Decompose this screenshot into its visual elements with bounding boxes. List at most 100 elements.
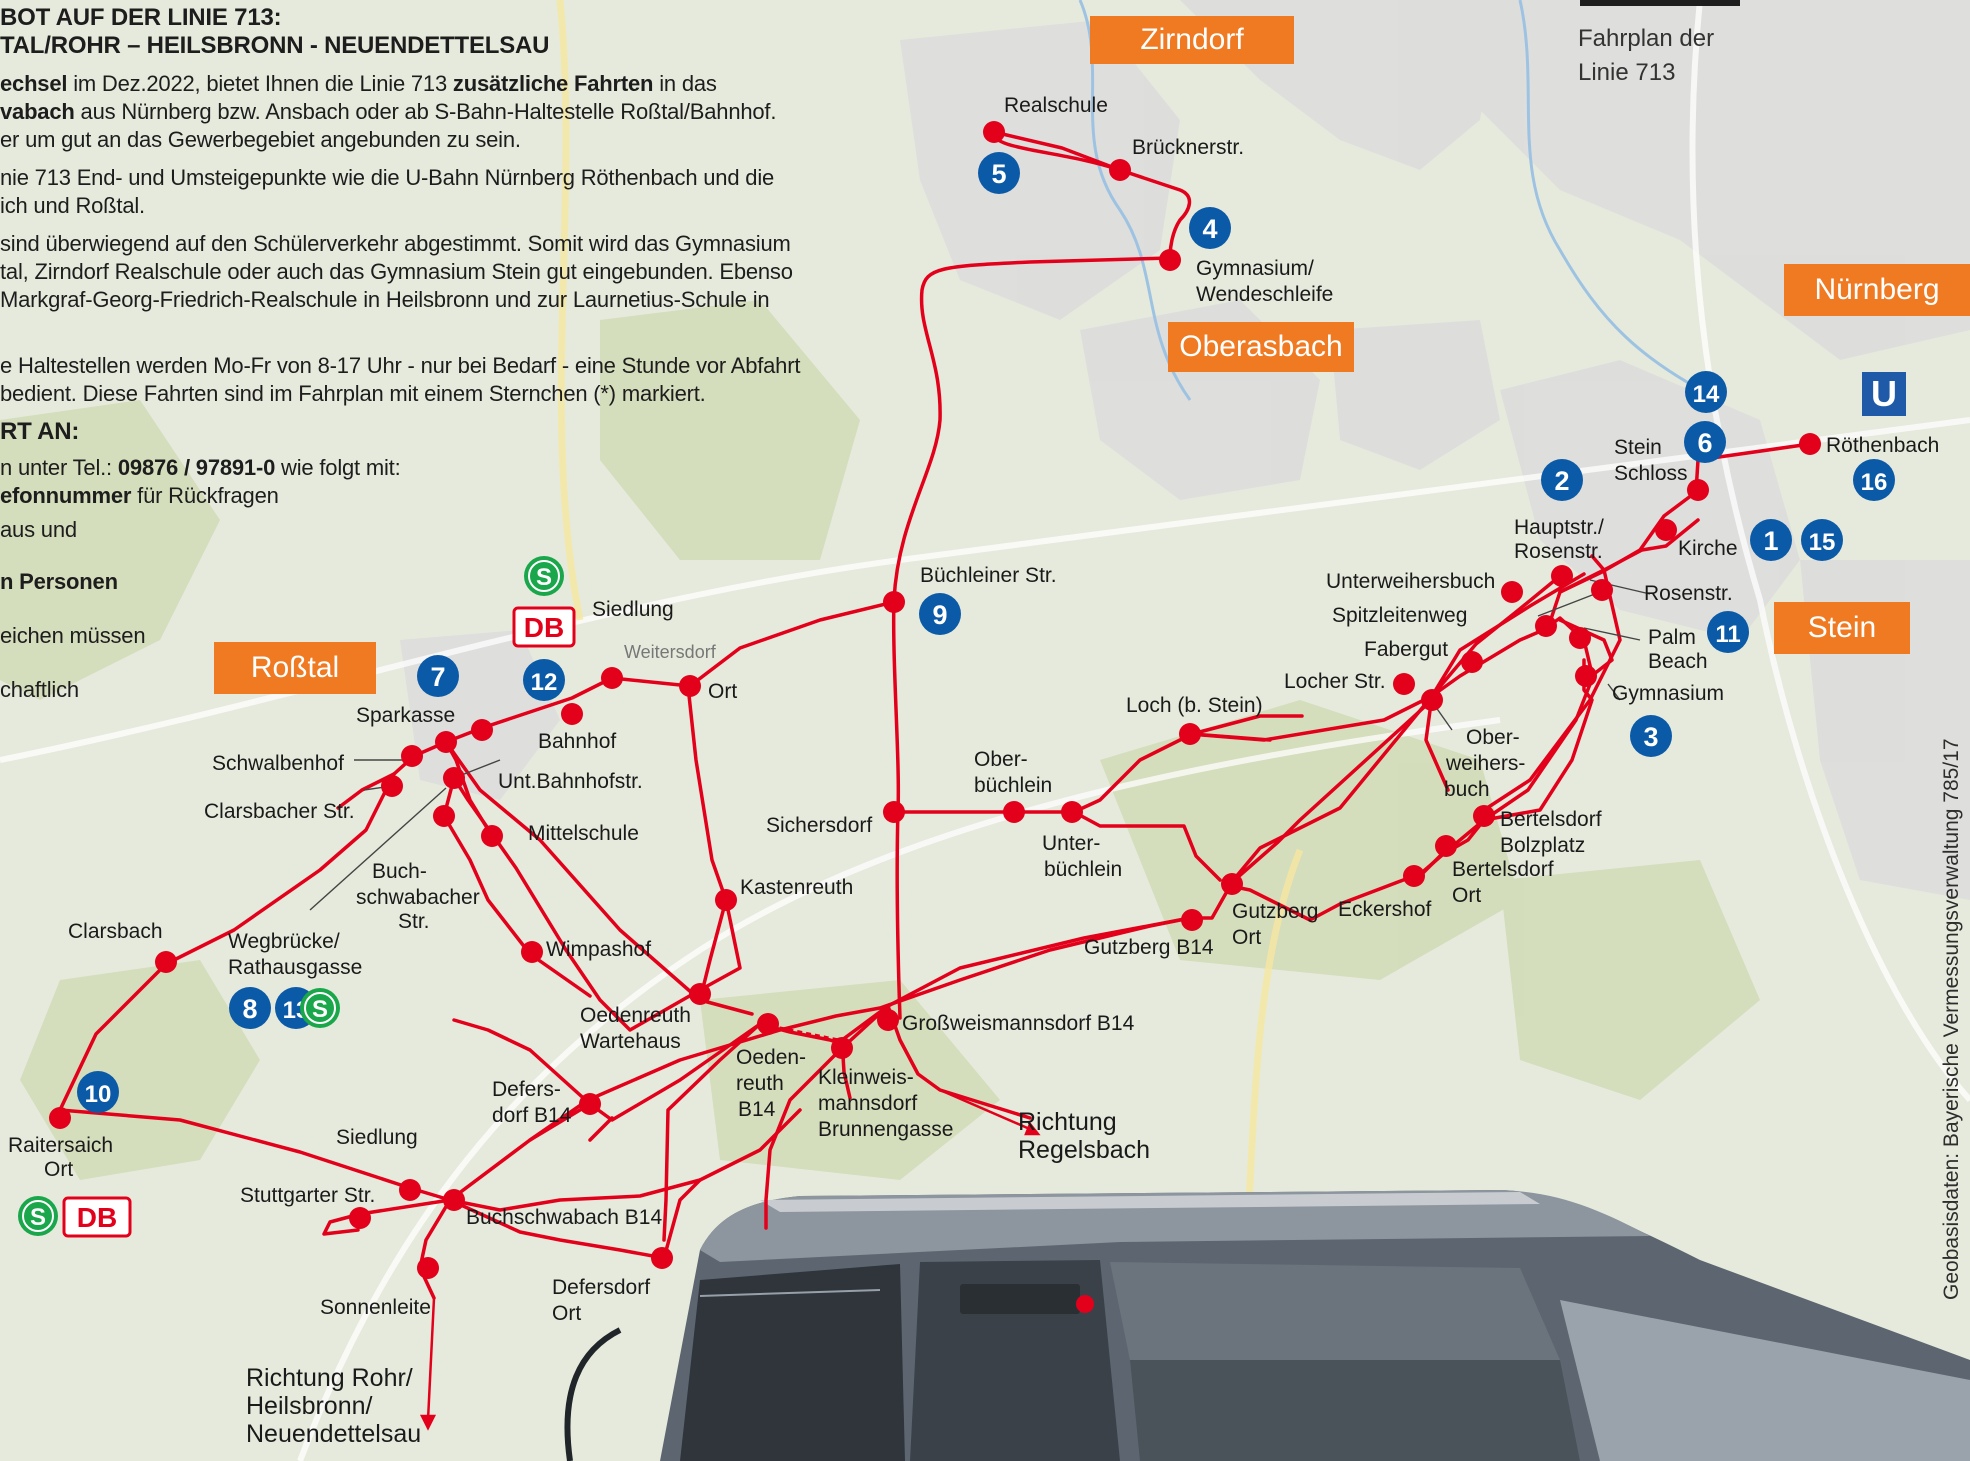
label-richtung-rohr-2: Heilsbronn/ — [246, 1392, 373, 1420]
stop-dot-ort — [679, 675, 701, 697]
s-bahn-label-1: S — [536, 564, 552, 591]
label-bertelsdorf-ort-2: Ort — [1452, 884, 1481, 907]
badge-6: 6 — [1697, 428, 1712, 458]
stop-labels: Realschule Brücknerstr. Gymnasium/ Wende… — [8, 94, 1939, 1448]
db-label-1: DB — [524, 612, 564, 643]
fahrplan-line-2: Linie 713 — [1578, 59, 1676, 86]
badge-16-circle — [1853, 459, 1895, 501]
stop-dot-oberbuechlein — [1003, 801, 1025, 823]
s-bahn-label-2: S — [312, 996, 328, 1023]
badge-5-circle — [978, 152, 1020, 194]
label-richtung-regelsbach-1: Richtung — [1018, 1108, 1117, 1136]
stop-dot-rosenstr — [1591, 579, 1613, 601]
badge-11: 11 — [1715, 621, 1740, 648]
label-unterbuechlein-1: Unter- — [1042, 832, 1100, 855]
stop-dot-unterweihersbuch — [1501, 581, 1523, 603]
label-oberweihersbuch-2: weihers- — [1445, 752, 1525, 775]
label-unt-bahnhofstr: Unt.Bahnhofstr. — [498, 770, 643, 793]
stop-dot-clarsbacher — [381, 775, 403, 797]
town-box-oberasbach: Oberasbach — [1168, 322, 1354, 372]
stop-dot-kirche — [1655, 519, 1677, 541]
label-buchschwabach-b14: Buchschwabach B14 — [466, 1206, 662, 1229]
label-realschule: Realschule — [1004, 94, 1108, 117]
stop-dot-fabergut — [1461, 651, 1483, 673]
stop-dot-bruecknerstr — [1109, 159, 1131, 181]
stop-dot-loch — [1179, 723, 1201, 745]
u-bahn-label: U — [1871, 373, 1897, 414]
label-defersdorf-ort-1: Defersdorf — [552, 1276, 650, 1299]
badge-14: 14 — [1693, 381, 1720, 408]
stop-dot-siedlung-s — [399, 1179, 421, 1201]
intro-tel2: efonnummer für Rückfragen — [0, 483, 279, 508]
stop-dot-mittelschule — [481, 825, 503, 847]
label-hauptstr-1: Hauptstr./ — [1514, 516, 1604, 539]
label-buchschwabacher-1: Buch- — [372, 860, 427, 883]
label-eckershof: Eckershof — [1338, 898, 1432, 921]
u-bahn-icon — [1862, 372, 1906, 416]
badge-7-circle — [417, 655, 459, 697]
intro-tel: n unter Tel.: 09876 / 97891-0 wie folgt … — [0, 455, 401, 480]
stop-dot-sonnenleite — [417, 1257, 439, 1279]
stop-dot-oberweihersbuch — [1421, 689, 1443, 711]
intro-p3-l1: sind überwiegend auf den Schülerverkehr … — [0, 231, 791, 256]
label-unterweihersbuch: Unterweihersbuch — [1326, 570, 1495, 593]
stop-dot-unt-bahnhofstr — [435, 731, 457, 753]
intro-eichen: eichen müssen — [0, 623, 146, 648]
intro-p3-l2: tal, Zirndorf Realschule oder auch das G… — [0, 259, 793, 284]
stop-dot-locher-str — [1393, 673, 1415, 695]
badge-10-circle — [77, 1071, 119, 1113]
stop-dot-clarsbach — [155, 951, 177, 973]
label-spitzleitenweg: Spitzleitenweg — [1332, 604, 1467, 627]
badge-3: 3 — [1643, 722, 1658, 752]
transit-symbols: S DB S S DB U — [18, 372, 1906, 1238]
number-badge-labels: 5 4 14 6 16 2 1 15 11 3 9 7 12 8 13 10 — [85, 159, 1888, 1108]
label-ort-w: Ort — [708, 680, 737, 703]
badge-1: 1 — [1763, 526, 1778, 556]
badge-1-circle — [1750, 519, 1792, 561]
label-buchschwabacher-2: schwabacher — [356, 886, 480, 909]
label-bruecknerstr: Brücknerstr. — [1132, 136, 1244, 159]
town-box-zirndorf: Zirndorf — [1090, 16, 1294, 64]
intro-p2-l1: nie 713 End- und Umsteigepunkte wie die … — [0, 165, 775, 190]
logo-fragment — [1580, 0, 1740, 6]
label-kleinweis-3: Brunnengasse — [818, 1118, 953, 1141]
intro-p3-l3: Markgraf-Georg-Friedrich-Realschule in H… — [0, 287, 770, 312]
stop-dot-gutzberg-b14 — [1181, 909, 1203, 931]
label-wegbruecke-1: Wegbrücke/ — [228, 930, 340, 953]
badge-5: 5 — [991, 159, 1006, 189]
label-defersdorf-b14-1: Defers- — [492, 1078, 561, 1101]
label-kleinweis-1: Kleinweis- — [818, 1066, 914, 1089]
badge-9: 9 — [932, 600, 947, 630]
geodata-credit: Geobasisdaten: Bayerische Vermessungsver… — [1940, 738, 1963, 1300]
stop-dot-wimpashof — [521, 941, 543, 963]
db-icon — [512, 606, 576, 648]
label-kastenreuth: Kastenreuth — [740, 876, 853, 899]
label-wimpashof: Wimpashof — [546, 938, 651, 961]
badge-8-circle — [229, 987, 271, 1029]
label-palm-1: Palm — [1648, 626, 1696, 649]
intro-p1-l1: echsel im Dez.2022, bietet Ihnen die Lin… — [0, 71, 717, 96]
direction-arrows — [419, 1088, 1041, 1431]
badge-16: 16 — [1861, 469, 1888, 496]
label-kirche: Kirche — [1678, 537, 1738, 560]
stop-dot-kleinweis — [831, 1037, 853, 1059]
label-defersdorf-b14-2: dorf B14 — [492, 1104, 572, 1127]
stop-dot-schwalbenhof — [401, 745, 423, 767]
stop-dot-sichersdorf — [883, 801, 905, 823]
stop-dot-palm-beach — [1569, 627, 1591, 649]
town-box-stein: Stein — [1774, 602, 1910, 654]
label-oedenreuth-w-2: Wartehaus — [580, 1030, 681, 1053]
stop-dot-siedlung-n — [601, 667, 623, 689]
label-gymnasium-wende-2: Wendeschleife — [1196, 283, 1333, 306]
label-gutzberg-ort-2: Ort — [1232, 926, 1261, 949]
label-oedenreuth-w-1: Oedenreuth — [580, 1004, 691, 1027]
label-grossweismannsdorf: Großweismannsdorf B14 — [902, 1012, 1135, 1035]
bus-image — [564, 1190, 1970, 1461]
stop-dot-buchschwabacher2 — [433, 805, 455, 827]
label-oberweihersbuch-1: Ober- — [1466, 726, 1520, 749]
stop-dot-buchschwabach-b14 — [443, 1189, 465, 1211]
label-richtung-rohr-1: Richtung Rohr/ — [246, 1364, 413, 1392]
label-siedlung-n: Siedlung — [592, 598, 674, 621]
stop-dot-stein-schloss — [1687, 479, 1709, 501]
badge-9-circle — [919, 593, 961, 635]
